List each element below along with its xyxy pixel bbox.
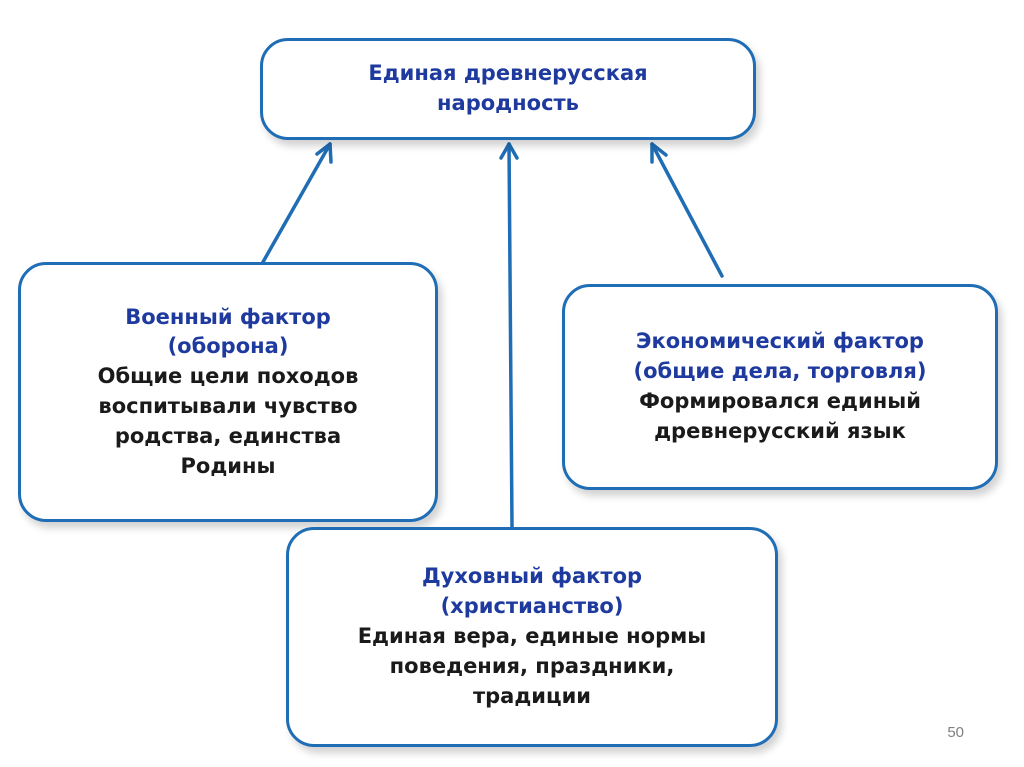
arrowhead-economic <box>650 142 668 164</box>
economic-body-line: древнерусский язык <box>654 418 906 443</box>
spiritual-body-line: поведения, праздники, <box>389 653 675 678</box>
military-subtitle: (оборона) <box>167 334 289 359</box>
military-factor-box: Военный фактор (оборона) Общие цели похо… <box>18 262 438 522</box>
spiritual-body-line: Единая вера, единые нормы <box>357 624 707 649</box>
arrowhead-military <box>315 142 333 164</box>
economic-subtitle: (общие дела, торговля) <box>633 359 927 384</box>
military-body-line: воспитывали чувство <box>98 394 358 418</box>
spiritual-title: Духовный фактор <box>421 564 643 589</box>
top-node-line1: Единая древнерусская <box>368 61 648 86</box>
arrow-economic-to-top <box>650 142 724 278</box>
economic-title: Экономический фактор <box>636 329 924 354</box>
arrow-spiritual-to-top <box>507 142 514 529</box>
economic-body-line: Формировался единый <box>639 389 921 413</box>
spiritual-body-line: традиции <box>472 683 592 708</box>
arrow-military-to-top <box>261 142 332 264</box>
top-node-box: Единая древнерусская народность <box>260 38 756 140</box>
economic-factor-box: Экономический фактор (общие дела, торгов… <box>562 284 998 490</box>
spiritual-subtitle: (христианство) <box>440 594 624 619</box>
military-body-line: Общие цели походов <box>97 364 359 389</box>
military-title: Военный фактор <box>125 304 331 329</box>
top-node-line2: народность <box>437 91 579 115</box>
page-number: 50 <box>947 724 964 741</box>
spiritual-factor-box: Духовный фактор (христианство) Единая ве… <box>286 527 778 747</box>
arrowhead-spiritual <box>499 142 519 160</box>
military-body-line: родства, единства <box>114 423 342 448</box>
military-body-line: Родины <box>180 453 276 478</box>
